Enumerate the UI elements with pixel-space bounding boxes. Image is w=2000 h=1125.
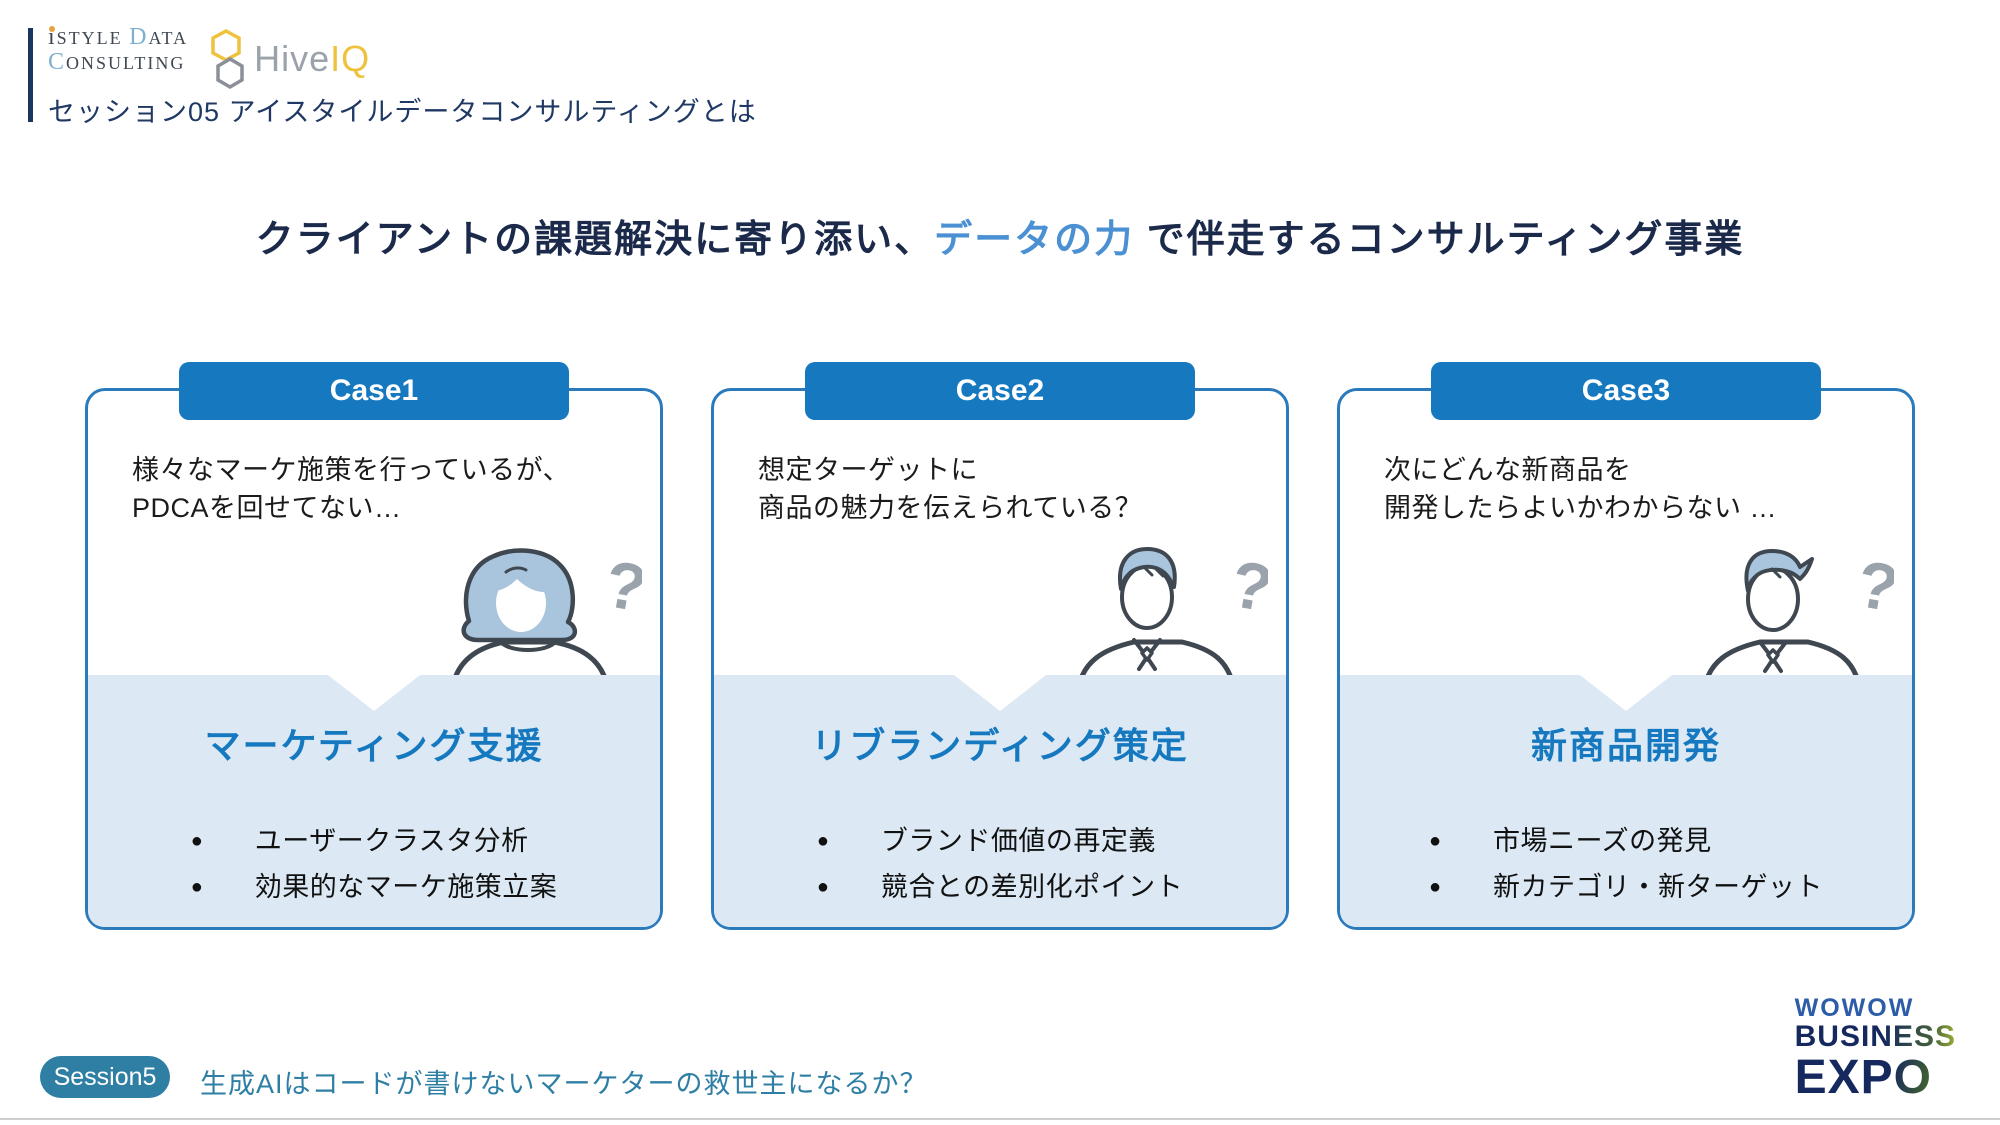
case1-bullet-1: ユーザークラスタ分析 [254,826,529,856]
case1-person-clip: ? [422,541,642,675]
hive-hexagons-icon [211,29,244,90]
case3-bullet-list: 市場ニーズの発見 新カテゴリ・新ターゲット [1429,823,1823,905]
case2-bullet-2: 競合との差別化ポイント [880,872,1184,902]
list-item: 新カテゴリ・新ターゲット [1429,869,1823,905]
list-item: ユーザークラスタ分析 [191,823,558,859]
case3-problem-text: 次にどんな新商品を 開発したらよいかわからない … [1384,451,1777,527]
page-title: クライアントの課題解決に寄り添い、データの力 で伴走するコンサルティング事業 [0,208,2000,263]
case1-solution-title: マーケティング支援 [204,725,544,766]
case2-problem-text: 想定ターゲットに 商品の魅力を伝えられている？ [758,451,1142,527]
logo-letter-c: C [48,49,67,75]
logo-line-1: iSTYLE DATA [48,24,189,51]
case1-card: Case1 様々なマーケ施策を行っているが、 PDCAを回せてない… ? マーケ… [85,362,663,930]
wowow-wordmark: WOWOW [1794,994,1915,1022]
case3-solution-panel: 新商品開発 市場ニーズの発見 新カテゴリ・新ターゲット [1340,675,1912,927]
session-badge: Session5 [40,1056,170,1098]
hive-wordmark: HiveIQ [254,38,370,80]
header-accent-bar [28,28,33,122]
case1-problem-text: 様々なマーケ施策を行っているが、 PDCAを回せてない… [132,451,570,527]
case2-bullet-list: ブランド価値の再定義 競合との差別化ポイント [817,823,1183,905]
case2-solution-title: リブランディング策定 [811,725,1189,766]
logo-word-style: STYLE [56,28,123,48]
iq-word: IQ [330,38,371,79]
question-mark-icon: ? [1852,546,1894,626]
case2-bullet-1: ブランド価値の再定義 [880,826,1156,856]
bullet-dot [817,823,839,859]
hive-word: Hive [254,38,331,79]
case3-bullet-1: 市場ニーズの発見 [1493,826,1712,856]
brand-logos: iSTYLE DATA CONSULTING HiveIQ [48,24,370,90]
question-mark-icon: ? [1226,546,1268,626]
case2-notch [954,675,1046,711]
bullet-dot [1429,869,1451,905]
case3-badge: Case3 [1431,362,1821,420]
case3-person-clip: ? [1674,541,1894,675]
case2-person-clip: ? [1048,541,1268,675]
session-title: 生成AIはコードが書けないマーケターの救世主になるか？ [200,1069,928,1099]
case1-bullet-list: ユーザークラスタ分析 効果的なマーケ施策立案 [191,823,558,905]
logo-line-2: CONSULTING [48,49,188,76]
case2-problem-line1: 想定ターゲットに [758,455,978,485]
case3-bullet-2: 新カテゴリ・新ターゲット [1493,872,1823,902]
case1-solution-panel: マーケティング支援 ユーザークラスタ分析 効果的なマーケ施策立案 [88,675,660,927]
person-woman-illustration: ? [453,546,642,675]
case1-notch [328,675,420,711]
session-heading: セッション05 アイスタイルデータコンサルティングとは [48,97,757,127]
bottom-divider [0,1118,2000,1120]
hiveiq-logo: HiveIQ [202,28,370,90]
logo-letter-d: D [129,24,149,50]
expo-wordmark: EXPO [1795,1052,1956,1103]
case2-problem-line2: 商品の魅力を伝えられている？ [758,493,1143,523]
case1-problem-line1: 様々なマーケ施策を行っているが、 [132,455,571,485]
case3-solution-title: 新商品開発 [1530,725,1721,766]
case3-card: Case3 次にどんな新商品を 開発したらよいかわからない … ? 新商品開発 … [1337,362,1915,930]
question-mark-icon: ? [600,546,642,626]
list-item: 競合との差別化ポイント [817,869,1183,905]
case2-solution-panel: リブランディング策定 ブランド価値の再定義 競合との差別化ポイント [714,675,1286,927]
case1-bullet-2: 効果的なマーケ施策立案 [254,872,558,902]
list-item: 市場ニーズの発見 [1429,823,1823,859]
istyle-data-consulting-logo: iSTYLE DATA CONSULTING [48,24,189,76]
logo-letter-i: i [48,24,57,50]
bullet-dot [817,869,839,905]
person-man-2-illustration: ? [1705,546,1894,675]
person-man-illustration: ? [1079,546,1268,675]
case2-card: Case2 想定ターゲットに 商品の魅力を伝えられている？ ? リブランディング… [711,362,1289,930]
title-accent: データの力 [934,219,1135,261]
wowow-business-expo-logo: WOWOW BUSINESS EXPO [1795,995,1956,1103]
case3-notch [1580,675,1672,711]
title-part1: クライアントの課題解決に寄り添い、 [255,219,935,261]
list-item: ブランド価値の再定義 [817,823,1183,859]
case1-badge: Case1 [179,362,569,420]
logo-word-ata: ATA [148,28,189,48]
case2-badge: Case2 [805,362,1195,420]
bullet-dot [191,869,213,905]
logo-word-onsulting: ONSULTING [66,53,186,73]
case1-problem-line2: PDCAを回せてない… [132,493,402,523]
case3-problem-line2: 開発したらよいかわからない … [1384,493,1778,523]
business-wordmark: BUSINESS [1794,1020,1956,1054]
bullet-dot [1429,823,1451,859]
title-part2: で伴走するコンサルティング事業 [1134,219,1745,261]
case3-problem-line1: 次にどんな新商品を [1384,455,1632,485]
bullet-dot [191,823,213,859]
list-item: 効果的なマーケ施策立案 [191,869,558,905]
